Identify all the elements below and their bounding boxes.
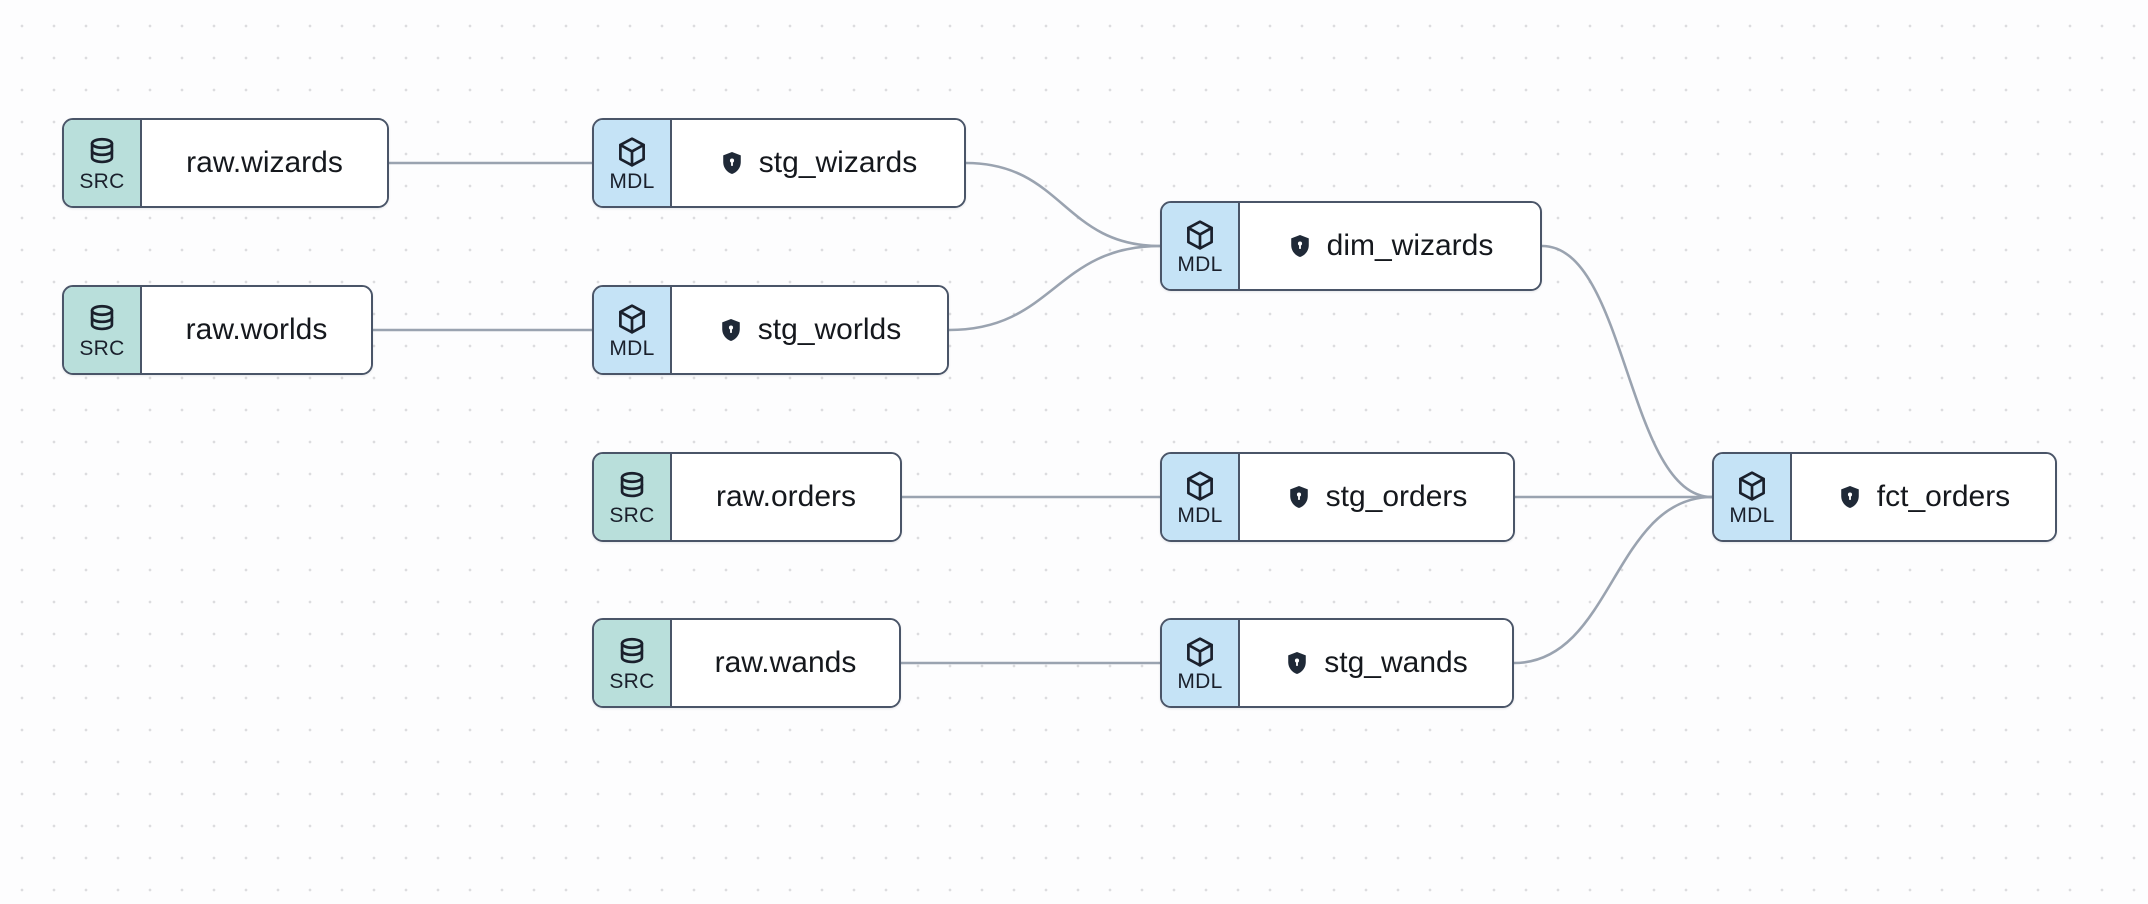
database-icon xyxy=(85,135,119,169)
lineage-edge[interactable] xyxy=(964,161,1162,248)
node-kind-label: MDL xyxy=(609,336,655,360)
node-body: stg_orders xyxy=(1240,454,1513,540)
shield-lock-icon xyxy=(1284,650,1310,676)
node-body: stg_wizards xyxy=(672,120,964,206)
source-type-badge: SRC xyxy=(64,120,142,206)
node-label: stg_worlds xyxy=(757,313,902,346)
shield-lock-icon xyxy=(718,317,744,343)
lineage-node-raw-wands[interactable]: SRC raw.wands xyxy=(592,618,901,708)
node-label: raw.orders xyxy=(715,480,857,513)
shield-lock-icon xyxy=(719,150,745,176)
cube-icon xyxy=(615,302,649,336)
shield-lock-icon xyxy=(1837,484,1863,510)
shield-lock-icon xyxy=(1286,484,1312,510)
lineage-node-raw-wizards[interactable]: SRC raw.wizards xyxy=(62,118,389,208)
node-label: stg_wands xyxy=(1324,646,1468,679)
node-body: raw.wands xyxy=(672,620,899,706)
node-label: raw.wizards xyxy=(186,146,343,179)
model-type-badge: MDL xyxy=(1162,620,1240,706)
node-kind-label: MDL xyxy=(1177,252,1223,276)
lineage-node-raw-orders[interactable]: SRC raw.orders xyxy=(592,452,902,542)
source-type-badge: SRC xyxy=(594,454,672,540)
cube-icon xyxy=(1183,218,1217,252)
lineage-node-dim-wizards[interactable]: MDL dim_wizards xyxy=(1160,201,1542,291)
model-type-badge: MDL xyxy=(594,287,672,373)
node-label: raw.wands xyxy=(714,646,857,679)
database-icon xyxy=(615,469,649,503)
lineage-edge[interactable] xyxy=(1512,495,1714,665)
cube-icon xyxy=(1183,635,1217,669)
node-kind-label: SRC xyxy=(609,669,655,693)
lineage-node-stg-orders[interactable]: MDL stg_orders xyxy=(1160,452,1515,542)
node-body: fct_orders xyxy=(1792,454,2055,540)
cube-icon xyxy=(615,135,649,169)
lineage-node-stg-wizards[interactable]: MDL stg_wizards xyxy=(592,118,966,208)
model-type-badge: MDL xyxy=(1162,203,1240,289)
node-label: stg_orders xyxy=(1325,480,1468,513)
source-type-badge: SRC xyxy=(64,287,142,373)
node-kind-label: SRC xyxy=(79,336,125,360)
model-type-badge: MDL xyxy=(1162,454,1240,540)
node-label: stg_wizards xyxy=(758,146,918,179)
node-body: stg_worlds xyxy=(672,287,947,373)
node-body: raw.wizards xyxy=(142,120,387,206)
node-kind-label: SRC xyxy=(79,169,125,193)
node-kind-label: MDL xyxy=(609,169,655,193)
database-icon xyxy=(615,635,649,669)
shield-lock-icon xyxy=(1287,233,1313,259)
cube-icon xyxy=(1735,469,1769,503)
lineage-node-stg-worlds[interactable]: MDL stg_worlds xyxy=(592,285,949,375)
lineage-node-stg-wands[interactable]: MDL stg_wands xyxy=(1160,618,1514,708)
node-label: raw.worlds xyxy=(185,313,328,346)
lineage-edge[interactable] xyxy=(1540,244,1714,499)
node-body: stg_wands xyxy=(1240,620,1512,706)
database-icon xyxy=(85,302,119,336)
model-type-badge: MDL xyxy=(594,120,672,206)
source-type-badge: SRC xyxy=(594,620,672,706)
lineage-node-fct-orders[interactable]: MDL fct_orders xyxy=(1712,452,2057,542)
lineage-node-raw-worlds[interactable]: SRC raw.worlds xyxy=(62,285,373,375)
node-body: dim_wizards xyxy=(1240,203,1540,289)
node-label: dim_wizards xyxy=(1326,229,1494,262)
node-kind-label: SRC xyxy=(609,503,655,527)
lineage-edge[interactable] xyxy=(947,244,1162,332)
cube-icon xyxy=(1183,469,1217,503)
model-type-badge: MDL xyxy=(1714,454,1792,540)
node-body: raw.orders xyxy=(672,454,900,540)
node-kind-label: MDL xyxy=(1177,503,1223,527)
node-kind-label: MDL xyxy=(1729,503,1775,527)
node-body: raw.worlds xyxy=(142,287,371,373)
node-label: fct_orders xyxy=(1876,480,2011,513)
node-kind-label: MDL xyxy=(1177,669,1223,693)
